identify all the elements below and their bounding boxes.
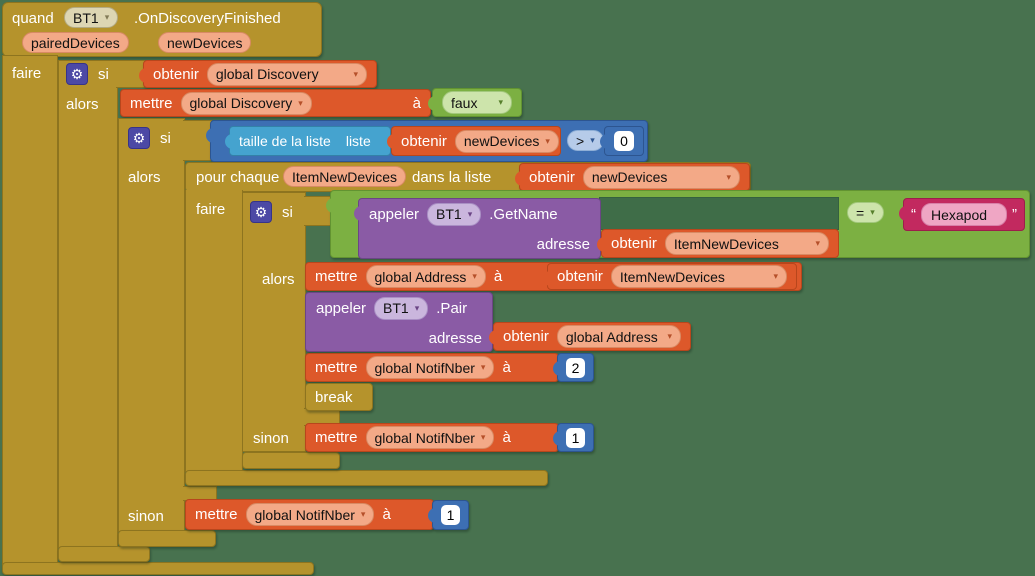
component-dropdown[interactable]: BT1 ▾ [427,202,482,226]
if3-bottom-bar[interactable] [242,452,340,469]
set-global-notifnber-block[interactable]: mettre global NotifNber ▾ à [185,499,434,530]
chevron-down-icon: ▾ [498,97,503,107]
operator-dropdown[interactable]: = ▾ [847,202,884,223]
param-paireddevices[interactable]: pairedDevices [22,32,129,53]
operator-dropdown[interactable]: > ▾ [567,130,604,151]
variable-dropdown[interactable]: ItemNewDevices ▾ [664,232,829,255]
number-field[interactable]: 1 [565,427,586,448]
foreach-kw-do: faire [196,201,226,218]
variable-dropdown[interactable]: global Discovery ▾ [180,91,312,115]
variable-dropdown[interactable]: ItemNewDevices ▾ [610,265,787,288]
empty-socket-area [599,197,839,230]
if3-block-body[interactable] [242,192,306,452]
text-field[interactable]: Hexapod [921,203,1007,226]
event-name-label: .OnDiscoveryFinished [134,10,281,27]
chevron-down-icon: ▾ [726,171,731,182]
set-global-notifnber-block[interactable]: mettre global NotifNber ▾ à [305,353,559,382]
if1-kw-if: si [98,66,109,83]
number-field[interactable]: 2 [565,357,586,378]
number-2-block[interactable]: 2 [553,353,594,382]
chevron-down-icon: ▾ [590,135,595,145]
chevron-down-icon: ▾ [480,432,486,442]
get-itemnewdevices-block[interactable]: obtenir ItemNewDevices ▾ [543,263,797,290]
get-newdevices-block[interactable]: obtenir newDevices ▾ [515,163,750,191]
if3-kw-else: sinon [253,430,289,447]
variable-dropdown[interactable]: newDevices ▾ [454,129,559,153]
foreach-kw-for: pour chaque [196,169,280,186]
variable-dropdown[interactable]: global Address ▾ [556,325,681,348]
chevron-down-icon: ▾ [353,68,358,79]
if3-kw-if: si [282,204,293,221]
chevron-down-icon: ▾ [870,207,875,217]
chevron-down-icon: ▾ [773,271,778,281]
event-block-left-wall[interactable] [2,55,58,565]
if3-kw-then: alors [262,271,295,288]
variable-dropdown[interactable]: global NotifNber ▾ [245,503,375,526]
chevron-down-icon: ▾ [480,362,486,372]
break-block[interactable]: break [305,383,373,411]
event-kw-do: faire [12,65,42,82]
foreach-left-wall[interactable] [185,190,243,472]
if2-kw-if: si [160,130,171,147]
if2-block-body[interactable] [118,118,185,532]
foreach-bottom-bar[interactable] [185,470,548,486]
event-kw-when: quand [12,10,54,27]
if2-kw-then: alors [128,169,161,186]
get-global-discovery-block[interactable]: obtenir global Discovery ▾ [139,60,377,88]
if2-kw-else: sinon [128,508,164,525]
mutator-gear-icon[interactable]: ⚙ [66,63,88,85]
chevron-down-icon: ▾ [298,97,303,108]
variable-dropdown[interactable]: newDevices ▾ [582,165,740,189]
get-itemnewdevices-block[interactable]: obtenir ItemNewDevices ▾ [597,229,839,258]
compare-eq-block[interactable]: appeler BT1 ▾ .GetName adresse obtenir I… [326,190,1030,259]
variable-dropdown[interactable]: global Address ▾ [365,265,486,288]
number-0-block[interactable]: 0 [600,126,644,156]
chevron-down-icon: ▾ [104,12,110,22]
component-dropdown[interactable]: BT1 ▾ [374,296,429,320]
chevron-down-icon: ▾ [360,509,366,519]
variable-dropdown[interactable]: global NotifNber ▾ [365,426,495,449]
number-1-block[interactable]: 1 [553,423,594,452]
call-pair-block[interactable]: appeler BT1 ▾ .Pair adresse [305,292,493,352]
chevron-down-icon: ▾ [815,238,820,248]
call-getname-block[interactable]: appeler BT1 ▾ .GetName adresse [354,198,601,259]
if1-block-body[interactable] [58,60,118,548]
foreach-kw-inlist: dans la liste [412,169,492,186]
number-field[interactable]: 0 [614,131,634,151]
set-global-discovery-block[interactable]: mettre global Discovery ▾ à [120,89,431,117]
foreach-item-var[interactable]: ItemNewDevices [283,166,407,187]
if2-bottom-bar[interactable] [118,530,216,547]
variable-dropdown[interactable]: global NotifNber ▾ [365,356,495,379]
param-newdevices[interactable]: newDevices [158,32,252,53]
number-1-block[interactable]: 1 [428,500,469,530]
if3-header-strip[interactable] [304,196,332,226]
get-newdevices-block[interactable]: obtenir newDevices ▾ [387,126,561,156]
mutator-gear-icon[interactable]: ⚙ [128,127,150,149]
chevron-down-icon: ▾ [545,135,550,146]
logic-false-block[interactable]: faux ▾ [428,88,522,117]
compare-gt-block[interactable]: taille de la liste liste obtenir newDevi… [206,120,648,162]
if1-bottom-bar[interactable] [58,546,150,562]
length-of-list-block[interactable]: taille de la liste liste [225,126,391,156]
set-global-notifnber-block[interactable]: mettre global NotifNber ▾ à [305,423,559,452]
event-block-bottom-bar[interactable] [2,562,314,575]
chevron-down-icon: ▾ [414,302,420,313]
chevron-down-icon: ▾ [472,271,477,281]
variable-dropdown[interactable]: global Discovery ▾ [206,62,367,86]
number-field[interactable]: 1 [440,505,461,525]
component-dropdown[interactable]: BT1 ▾ [64,7,119,28]
get-global-address-block[interactable]: obtenir global Address ▾ [489,322,691,351]
logic-dropdown[interactable]: faux ▾ [442,91,512,114]
if1-kw-then: alors [66,96,99,113]
text-string-block[interactable]: “ Hexapod ” [899,198,1025,231]
chevron-down-icon: ▾ [667,331,672,341]
chevron-down-icon: ▾ [467,208,473,219]
mutator-gear-icon[interactable]: ⚙ [250,201,272,223]
